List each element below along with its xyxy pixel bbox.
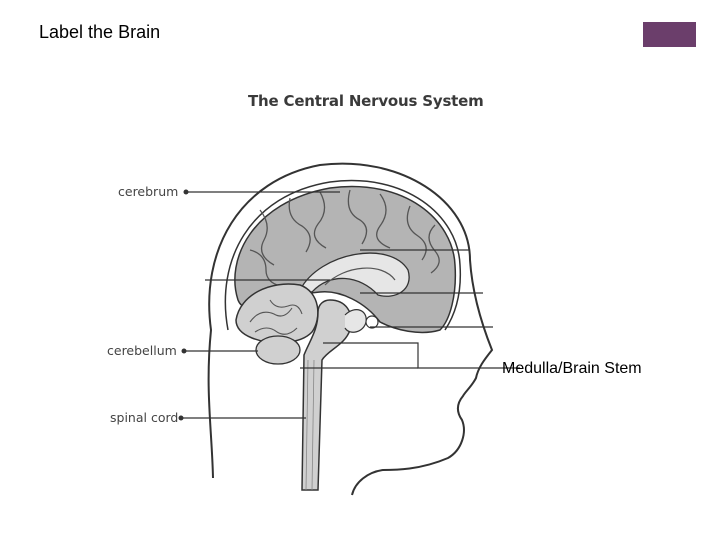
diagram-title: The Central Nervous System <box>248 92 484 110</box>
cerebrum-label: cerebrum <box>118 184 179 199</box>
medulla-brain-stem-label: Medulla/Brain Stem <box>502 360 642 377</box>
skull-outline <box>224 179 462 331</box>
cerebellum-folds <box>249 299 303 335</box>
cerebellum-lobe <box>255 335 301 365</box>
inner-brain <box>299 252 410 297</box>
page-title: Label the Brain <box>39 22 161 42</box>
cerebellum-label: cerebellum <box>107 343 177 358</box>
head-outline <box>207 162 494 496</box>
answer-line-5 <box>323 342 520 369</box>
slide-nav-button[interactable] <box>643 22 696 47</box>
spinal-cord-label: spinal cord <box>110 410 179 425</box>
cerebrum-folds <box>249 189 440 287</box>
cerebellum-shape <box>235 283 319 344</box>
